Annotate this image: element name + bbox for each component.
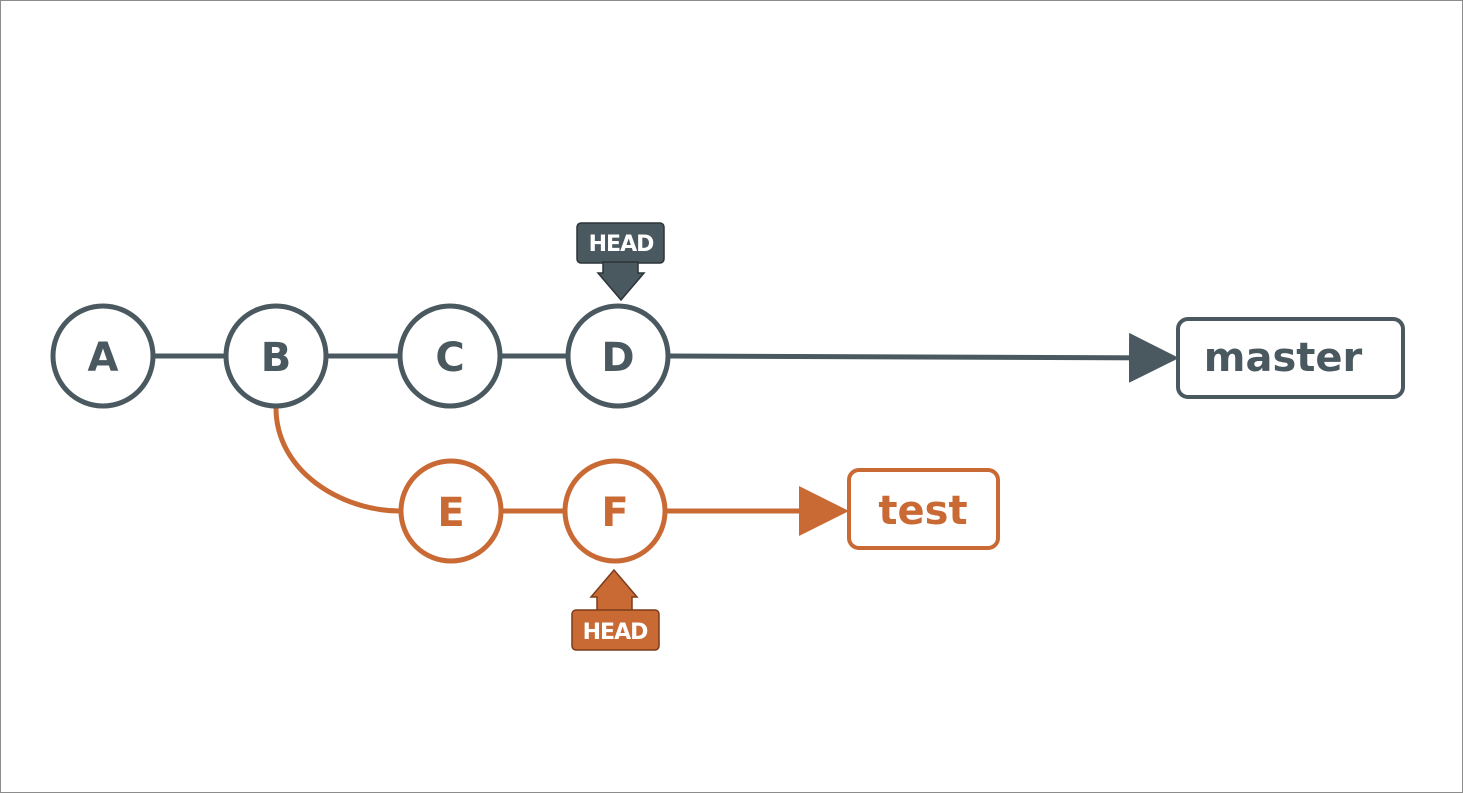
head-marker-master: HEAD <box>576 222 665 302</box>
edge-b-e <box>273 407 401 514</box>
commit-a: A <box>50 303 156 409</box>
branch-master: master <box>1176 317 1405 399</box>
edge-d-master <box>668 332 1179 383</box>
head-arrow-up-icon <box>589 568 639 612</box>
commit-c-label: C <box>435 335 464 381</box>
branch-test: test <box>847 468 1000 550</box>
commit-f-label: F <box>601 490 628 536</box>
commit-e: E <box>398 458 504 564</box>
commit-d: D <box>565 303 671 409</box>
branch-test-label: test <box>878 488 967 534</box>
branch-master-label: master <box>1204 335 1363 381</box>
head-marker-test-label: HEAD <box>583 620 648 645</box>
commit-a-label: A <box>88 335 119 381</box>
commit-f: F <box>562 458 668 564</box>
head-marker-test: HEAD <box>571 568 660 651</box>
head-arrow-down-icon <box>596 261 646 302</box>
commit-d-label: D <box>601 335 634 381</box>
commit-e-label: E <box>437 490 464 536</box>
head-marker-master-label: HEAD <box>589 232 654 257</box>
commit-b-label: B <box>261 335 292 381</box>
commit-b: B <box>223 303 329 409</box>
commit-c: C <box>397 303 503 409</box>
